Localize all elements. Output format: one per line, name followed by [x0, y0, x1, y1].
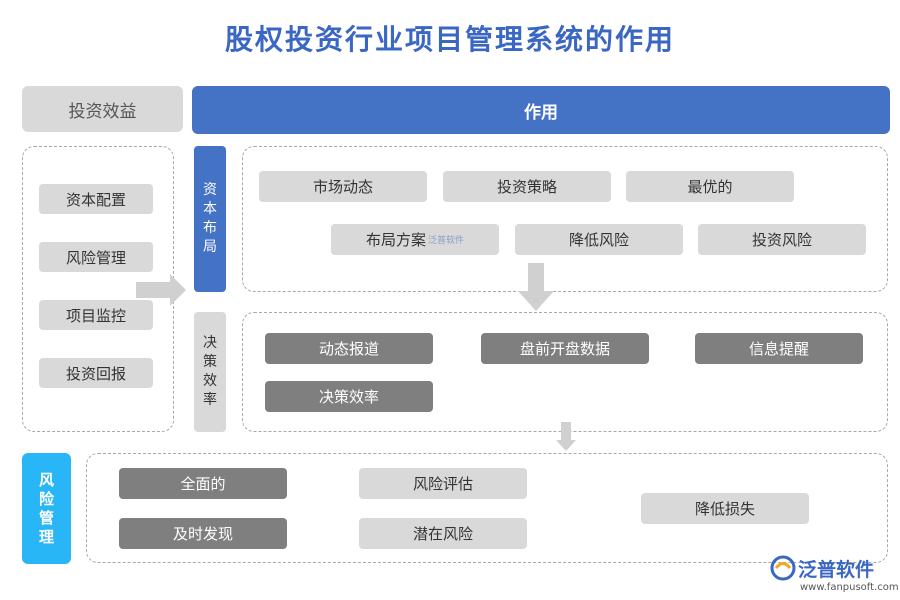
brand-logo: 泛普软件 www.fanpusoft.com [770, 553, 899, 597]
chip-reduce-risk: 降低风险 [515, 224, 683, 255]
chip-investment-risk: 投资风险 [698, 224, 866, 255]
left-item-label: 投资回报 [65, 364, 126, 383]
section-label-decision-efficiency: 决策效率 [194, 312, 226, 432]
chip-label: 降低损失 [694, 500, 755, 518]
chip-potential-risk: 潜在风险 [359, 518, 527, 549]
left-item-label: 资本配置 [65, 190, 126, 209]
left-item-project-monitoring: 项目监控 [39, 300, 153, 330]
page-title: 股权投资行业项目管理系统的作用 [224, 23, 675, 56]
logo-name: 泛普软件 [798, 559, 875, 581]
chip-label: 潜在风险 [412, 525, 473, 543]
chip-label: 动态报道 [318, 340, 379, 358]
chip-decision-efficiency: 决策效率 [265, 381, 433, 412]
chip-label: 风险评估 [412, 475, 473, 493]
chip-label: 最优的 [687, 178, 733, 196]
chip-optimal: 最优的 [626, 171, 794, 202]
section-label-text: 资本布局 [203, 182, 217, 255]
logo-url: www.fanpusoft.com [800, 582, 899, 593]
chip-label: 市场动态 [312, 178, 373, 196]
chip-risk-assessment: 风险评估 [359, 468, 527, 499]
logo-icon [770, 555, 796, 581]
header-function-label: 作用 [524, 102, 558, 123]
chip-premarket-data: 盘前开盘数据 [481, 333, 649, 364]
chip-timely-discovery: 及时发现 [119, 518, 287, 549]
risk-management-panel [86, 453, 888, 563]
chip-label: 及时发现 [172, 525, 233, 543]
capital-layout-panel [242, 146, 888, 292]
chip-label: 信息提醒 [748, 340, 809, 358]
header-investment-benefit-label: 投资效益 [68, 101, 137, 122]
chip-label: 投资策略 [496, 178, 557, 196]
left-item-risk-management: 风险管理 [39, 242, 153, 272]
chip-dynamic-report: 动态报道 [265, 333, 433, 364]
decision-efficiency-panel [242, 312, 888, 432]
section-label-capital-layout: 资本布局 [194, 146, 226, 292]
chip-info-reminder: 信息提醒 [695, 333, 863, 364]
chip-market-dynamics: 市场动态 [259, 171, 427, 202]
section-label-text: 风险管理 [38, 470, 54, 546]
chip-label: 决策效率 [318, 388, 379, 406]
left-item-label: 项目监控 [65, 306, 126, 325]
chip-comprehensive: 全面的 [119, 468, 287, 499]
section-label-risk-management: 风险管理 [22, 453, 71, 564]
chip-label: 投资风险 [751, 231, 812, 249]
right-arrow-icon [136, 274, 186, 306]
small-down-arrow-icon [556, 422, 576, 451]
watermark-text: 泛普软件 [428, 236, 465, 246]
chip-investment-strategy: 投资策略 [443, 171, 611, 202]
chip-label: 盘前开盘数据 [519, 340, 610, 358]
chip-label: 布局方案 [365, 231, 426, 249]
chip-label: 全面的 [180, 475, 226, 493]
chip-label: 降低风险 [568, 231, 629, 249]
left-item-investment-return: 投资回报 [39, 358, 153, 388]
header-function: 作用 [192, 86, 890, 134]
down-arrow-icon [518, 263, 554, 311]
chip-reduce-loss: 降低损失 [641, 493, 809, 524]
header-investment-benefit: 投资效益 [22, 86, 183, 132]
left-item-label: 风险管理 [65, 248, 126, 267]
section-label-text: 决策效率 [203, 335, 217, 408]
chip-layout-plan: 布局方案 泛普软件 [331, 224, 499, 255]
left-item-capital-allocation: 资本配置 [39, 184, 153, 214]
